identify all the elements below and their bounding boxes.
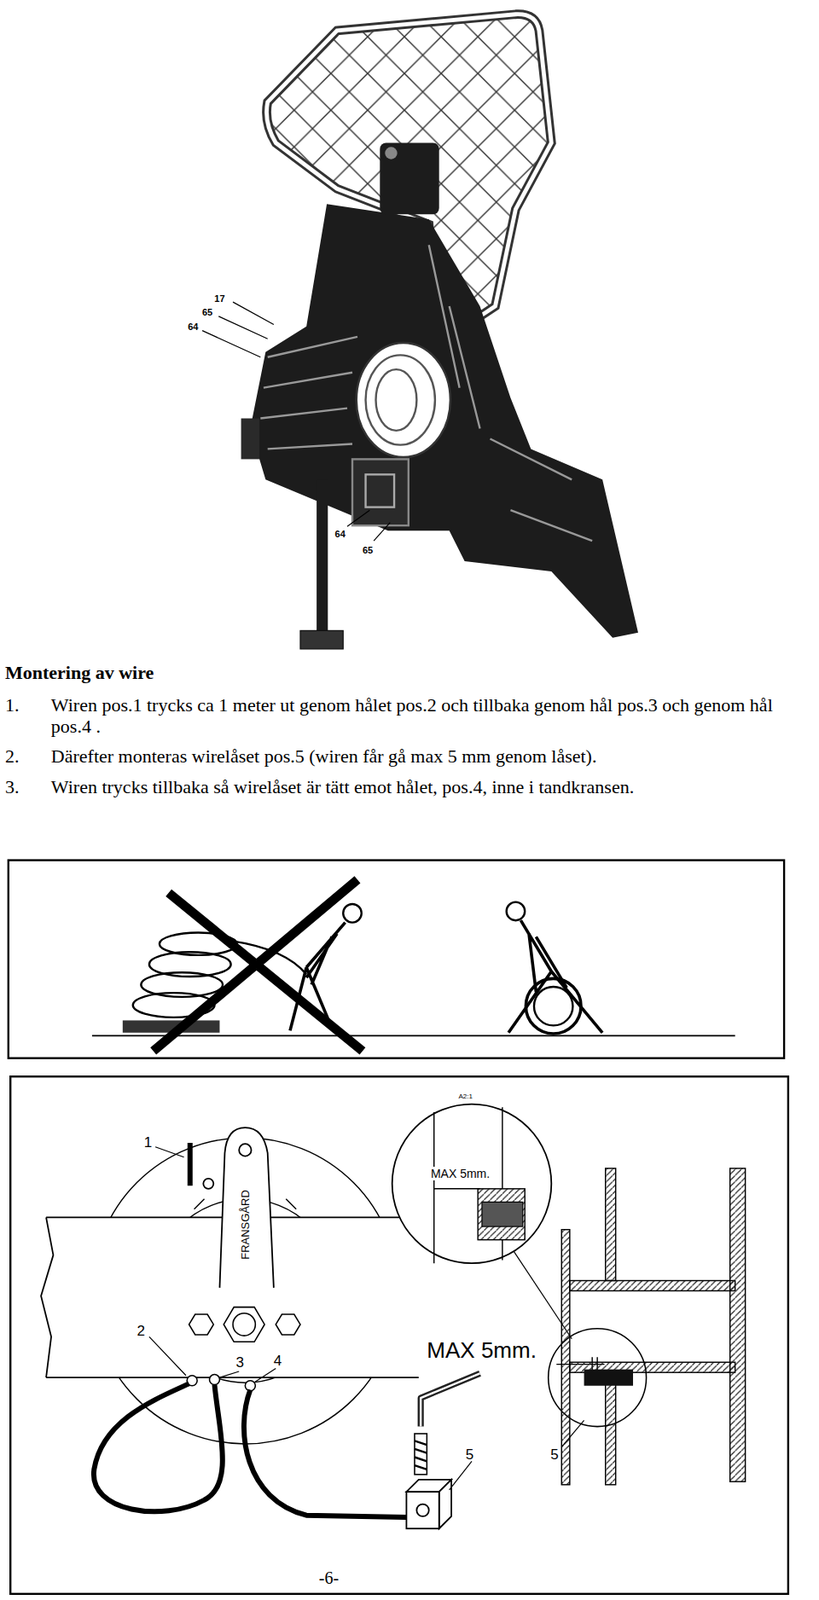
assembly-drawing	[209, 1375, 221, 1386]
handling-panel	[342, 904, 362, 924]
list-number: 1.	[5, 694, 20, 716]
handling-panel	[525, 978, 581, 1034]
assembly-drawing	[605, 1168, 616, 1282]
assembly-drawing	[414, 1434, 427, 1476]
handling-panel	[8, 860, 785, 1059]
machine-illustration	[365, 474, 395, 507]
assembly-drawing	[449, 1461, 472, 1491]
instruction-text: Wiren pos.1 trycks ca 1 meter ut genom h…	[51, 694, 813, 738]
brand-name: FRANSGÅRD	[239, 1190, 253, 1261]
assembly-drawing	[219, 1127, 273, 1289]
assembly-drawing	[93, 1383, 223, 1512]
machine-illustration	[202, 302, 390, 541]
machine-illustration	[379, 143, 439, 215]
machine-illustration	[316, 479, 328, 633]
assembly-drawing	[482, 1202, 523, 1227]
assembly-drawing	[244, 1381, 256, 1392]
machine-illustration	[249, 203, 639, 638]
assembly-drawing	[149, 1147, 276, 1383]
instruction-text: Wiren trycks tillbaka så wirelåset är tä…	[51, 776, 813, 798]
callout-number: 5	[465, 1446, 474, 1464]
dimension-label: MAX 5mm.	[426, 1338, 537, 1365]
handling-panel	[508, 920, 603, 1034]
assembly-drawing	[605, 1372, 616, 1486]
instruction-text: Därefter monteras wirelåset pos.5 (wiren…	[51, 745, 813, 767]
assembly-drawing	[238, 1144, 251, 1156]
assembly-drawing	[10, 1076, 789, 1595]
assembly-drawing	[189, 1314, 215, 1336]
assembly-drawing	[406, 1492, 439, 1529]
machine-illustration	[352, 458, 409, 526]
part-number: 64	[187, 321, 198, 333]
handling-panel	[153, 879, 363, 1052]
assembly-drawing	[420, 1373, 480, 1427]
assembly-drawing	[730, 1168, 746, 1482]
assembly-drawing	[561, 1420, 584, 1447]
callout-number: 5	[550, 1446, 558, 1464]
handling-panel	[8, 860, 785, 1059]
machine-illustration	[356, 342, 451, 458]
handling-panel	[92, 1034, 736, 1037]
scale-note: A2:1	[458, 1092, 472, 1101]
assembly-drawing	[203, 1179, 214, 1190]
assembly-drawing	[584, 1370, 634, 1387]
assembly-drawing	[392, 1104, 552, 1265]
machine-illustration	[202, 14, 639, 650]
handling-panel	[506, 902, 526, 922]
assembly-drawing	[223, 1307, 265, 1343]
machine-illustration	[300, 630, 343, 650]
assembly-drawing	[561, 1230, 570, 1486]
assembly-drawing	[10, 1076, 789, 1595]
assembly-drawing	[548, 1329, 647, 1428]
dimension-label: MAX 5mm.	[429, 1167, 491, 1181]
callout-number: 2	[136, 1323, 145, 1341]
part-number: 65	[362, 545, 373, 557]
part-number: 64	[335, 528, 346, 541]
assembly-drawing	[187, 1143, 193, 1186]
handling-panel	[534, 987, 573, 1026]
assembly-drawing	[232, 1313, 256, 1336]
callout-number: 3	[236, 1354, 244, 1372]
section-heading: Montering av wire	[5, 662, 154, 684]
page-number: -6-	[319, 1568, 339, 1589]
list-number: 3.	[5, 776, 20, 798]
machine-illustration	[376, 369, 418, 431]
assembly-drawing	[569, 1281, 736, 1292]
part-number: 65	[202, 307, 213, 319]
part-number: 17	[214, 293, 225, 305]
assembly-drawing	[477, 1189, 525, 1241]
assembly-drawing	[439, 1480, 452, 1529]
assembly-drawing	[275, 1314, 301, 1336]
assembly-drawing	[420, 1373, 480, 1427]
list-number: 2.	[5, 745, 20, 767]
callout-number: 4	[273, 1353, 282, 1371]
machine-illustration	[260, 244, 593, 541]
assembly-drawing	[416, 1504, 429, 1517]
machine-illustration	[241, 418, 261, 460]
machine-illustration	[365, 354, 436, 445]
callout-number: 1	[144, 1134, 152, 1152]
assembly-drawing	[414, 1440, 427, 1470]
machine-illustration	[384, 146, 397, 159]
assembly-drawing	[243, 1390, 407, 1519]
